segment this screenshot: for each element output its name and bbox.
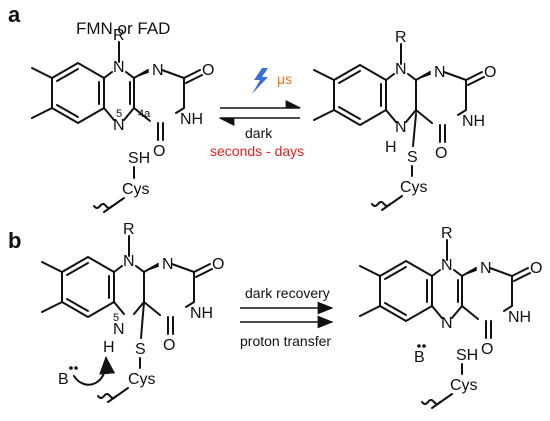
atom-N5: N [441, 315, 453, 332]
equilibrium-arrows-a: μs dark seconds - days [210, 68, 304, 159]
atom-Cys: Cys [400, 179, 428, 196]
atom-S: S [135, 341, 146, 358]
atom-S: S [407, 149, 418, 166]
panel-b-label: b [8, 228, 21, 253]
atom-N1: N [434, 64, 446, 81]
lightning-icon [252, 68, 268, 94]
atom-SH: SH [456, 347, 478, 364]
flavin-adduct-a: R N N O NH O N H S Cys [313, 29, 496, 211]
dark-label: dark [245, 125, 273, 141]
atom-N1: N [162, 256, 174, 273]
atom-N10: N [123, 253, 135, 270]
atom-N5: N [395, 119, 407, 136]
atom-R: R [441, 225, 453, 242]
atom-N3H: NH [180, 111, 203, 128]
dark-timescale: seconds - days [210, 143, 304, 159]
cofactor-title: FMN or FAD [76, 19, 170, 38]
flavin-adduct-b: R N N O NH O 5 N H S Cys B [41, 221, 224, 403]
atom-N3H: NH [190, 305, 213, 322]
flavin-oxidized-a: R N N N O NH O 5 4a SH Cys [31, 27, 214, 213]
atom-O2: O [212, 256, 224, 273]
label-5: 5 [116, 108, 122, 120]
label-4a: 4a [138, 108, 151, 120]
atom-H5: H [103, 339, 115, 356]
atom-O4: O [163, 337, 175, 354]
atom-N10: N [395, 61, 407, 78]
atom-R: R [113, 27, 125, 44]
atom-N1: N [152, 62, 164, 79]
atom-N10: N [113, 59, 125, 76]
atom-Cys: Cys [450, 377, 478, 394]
atom-Cys: Cys [128, 371, 156, 388]
arrow-label-dark-recovery: dark recovery [245, 285, 330, 301]
curved-arrow [73, 356, 116, 386]
atom-H5: H [385, 139, 397, 156]
atom-R: R [395, 29, 407, 46]
atom-R: R [123, 221, 135, 238]
atom-O2: O [484, 64, 496, 81]
atom-N5: N [113, 321, 125, 338]
atom-O4: O [435, 145, 447, 162]
atom-N1: N [480, 260, 492, 277]
flavin-oxidized-b: R N N N O NH O SH Cys B [359, 225, 542, 409]
atom-O2: O [202, 62, 214, 79]
atom-SH: SH [128, 150, 150, 167]
base-B: B [58, 371, 69, 388]
atom-N5: N [113, 117, 125, 134]
atom-O4: O [153, 143, 165, 160]
atom-N3H: NH [462, 113, 485, 130]
light-timescale: μs [277, 71, 292, 87]
panel-a-label: a [8, 2, 21, 27]
label-5: 5 [113, 312, 119, 324]
atom-O4: O [481, 341, 493, 358]
atom-N10: N [441, 257, 453, 274]
atom-O2: O [530, 260, 542, 277]
atom-Cys: Cys [122, 181, 150, 198]
base-B: B [414, 349, 425, 366]
arrow-label-proton-transfer: proton transfer [240, 333, 331, 349]
reaction-arrows-b: dark recovery proton transfer [240, 285, 334, 349]
atom-N3H: NH [508, 309, 531, 326]
